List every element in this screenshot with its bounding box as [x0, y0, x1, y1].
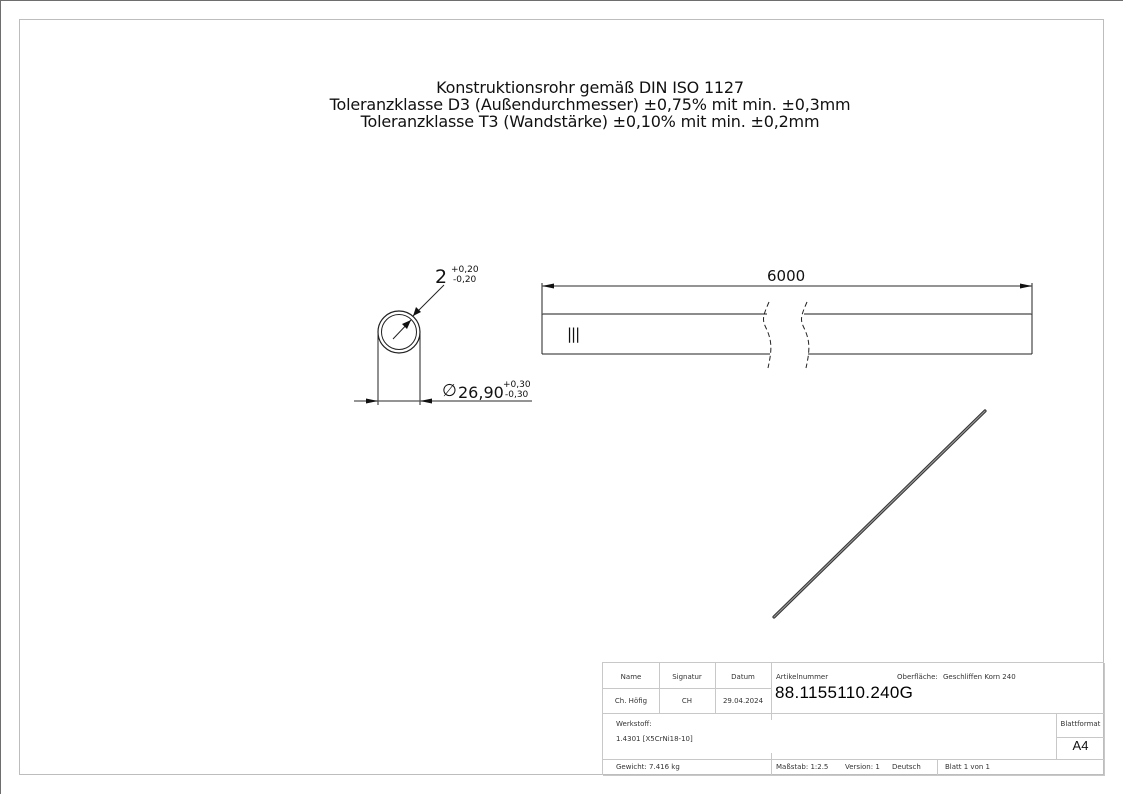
- length-value: 6000: [767, 267, 806, 285]
- surface-finish-mark: |||: [567, 325, 580, 343]
- diameter-symbol-icon: ∅: [442, 381, 457, 401]
- wall-tolerance-plus: +0,20: [451, 265, 479, 275]
- diameter-value: 26,90: [458, 383, 504, 402]
- tb-sprache: Deutsch: [892, 763, 921, 771]
- tb-gewicht: Gewicht: 7.416 kg: [616, 763, 680, 771]
- tb-blatt: Blatt 1 von 1: [945, 763, 990, 771]
- tb-blattformat-label: Blattformat: [1060, 720, 1101, 728]
- wall-arrow-outer-icon: [413, 307, 421, 316]
- tb-header-name: Name: [620, 673, 642, 681]
- diameter-tolerance-minus: -0,30: [505, 390, 529, 400]
- arrow-right-icon: [420, 398, 432, 404]
- section-view: [354, 284, 532, 405]
- tb-divider: [771, 663, 772, 720]
- tb-divider: [603, 775, 1105, 776]
- page-edge-top: [0, 0, 1123, 1]
- tb-divider: [771, 753, 772, 776]
- tb-divider: [1056, 737, 1105, 738]
- length-arrow-left-icon: [542, 283, 554, 289]
- tb-divider: [1056, 713, 1057, 759]
- drawing-frame: [19, 19, 1104, 775]
- tb-oberflaeche-label: Oberfläche:: [897, 673, 938, 681]
- diameter-tolerance-plus: +0,30: [503, 380, 531, 390]
- tb-header-datum: Datum: [731, 673, 755, 681]
- tb-divider: [715, 663, 716, 713]
- isometric-view: [772, 409, 987, 619]
- inner-circle: [381, 314, 417, 350]
- tb-value-name: Ch. Höfig: [614, 697, 648, 705]
- tb-value-signatur: CH: [681, 697, 693, 705]
- tb-massstab: Maßstab: 1:2.5: [776, 763, 829, 771]
- wall-tolerance-minus: -0,20: [453, 275, 477, 285]
- length-arrow-right-icon: [1020, 283, 1032, 289]
- break-line-left: [763, 301, 772, 369]
- drawing-heading: Konstruktionsrohr gemäß DIN ISO 1127 Tol…: [300, 79, 880, 130]
- heading-line-1: Konstruktionsrohr gemäß DIN ISO 1127: [436, 78, 744, 97]
- arrow-left-icon: [366, 398, 378, 404]
- page-edge-left: [0, 0, 1, 794]
- break-line-right: [801, 301, 810, 369]
- tb-divider: [603, 759, 1105, 760]
- tb-divider: [1104, 663, 1105, 776]
- heading-line-2: Toleranzklasse D3 (Außendurchmesser) ±0,…: [329, 95, 851, 114]
- tb-artikelnummer: 88.1155110.240G: [775, 683, 914, 702]
- wall-arrow-inner-icon: [402, 320, 411, 329]
- tb-oberflaeche: Geschliffen Korn 240: [943, 673, 1016, 681]
- heading-line-3: Toleranzklasse T3 (Wandstärke) ±0,10% mi…: [360, 112, 820, 131]
- tb-blattformat: A4: [1072, 738, 1089, 753]
- tb-divider: [603, 688, 771, 689]
- tb-divider: [603, 713, 1105, 714]
- tb-artikelnummer-label: Artikelnummer: [776, 673, 829, 681]
- tb-divider: [937, 759, 938, 776]
- tb-version: Version: 1: [845, 763, 880, 771]
- tb-header-signatur: Signatur: [672, 673, 702, 681]
- tb-werkstoff: 1.4301 [X5CrNi18-10]: [616, 735, 693, 743]
- tb-werkstoff-label: Werkstoff:: [616, 720, 652, 728]
- side-view: [541, 283, 1033, 369]
- title-block: Name Signatur Datum Ch. Höfig CH 29.04.2…: [602, 662, 1105, 776]
- wall-thickness-value: 2: [435, 266, 448, 288]
- tb-divider: [659, 663, 660, 713]
- iso-tube-highlight: [773, 410, 986, 618]
- tb-value-datum: 29.04.2024: [722, 697, 764, 705]
